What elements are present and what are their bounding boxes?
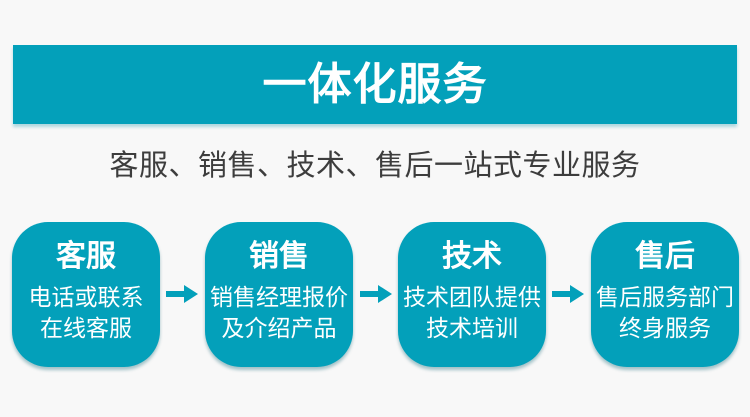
step-box-sales: 销售 销售经理报价 及介绍产品	[205, 222, 353, 367]
step-description-line: 终身服务	[619, 315, 711, 341]
step-description-line: 售后服务部门	[596, 284, 734, 310]
title-banner: 一体化服务	[13, 45, 737, 124]
subtitle-text: 客服、销售、技术、售后一站式专业服务	[109, 150, 641, 182]
right-arrow-icon	[166, 285, 198, 303]
step-description-line: 销售经理报价	[210, 284, 348, 310]
step-title: 技术	[442, 240, 502, 273]
step-description-line: 技术培训	[426, 315, 518, 341]
step-description: 电话或联系 在线客服	[12, 282, 160, 344]
step-title: 销售	[249, 240, 309, 273]
step-description: 销售经理报价 及介绍产品	[205, 282, 353, 344]
page-title: 一体化服务	[262, 59, 488, 109]
step-description-line: 技术团队提供	[403, 284, 541, 310]
step-title: 售后	[635, 240, 695, 273]
step-description: 技术团队提供 技术培训	[398, 282, 546, 344]
right-arrow-icon	[360, 285, 392, 303]
step-description: 售后服务部门 终身服务	[591, 282, 739, 344]
step-box-after-sales: 售后 售后服务部门 终身服务	[591, 222, 739, 367]
step-box-technical: 技术 技术团队提供 技术培训	[398, 222, 546, 367]
step-description-line: 在线客服	[40, 315, 132, 341]
step-title: 客服	[56, 240, 116, 273]
step-description-line: 电话或联系	[28, 284, 144, 310]
right-arrow-icon	[552, 285, 584, 303]
step-description-line: 及介绍产品	[221, 315, 337, 341]
step-box-customer-service: 客服 电话或联系 在线客服	[12, 222, 160, 367]
